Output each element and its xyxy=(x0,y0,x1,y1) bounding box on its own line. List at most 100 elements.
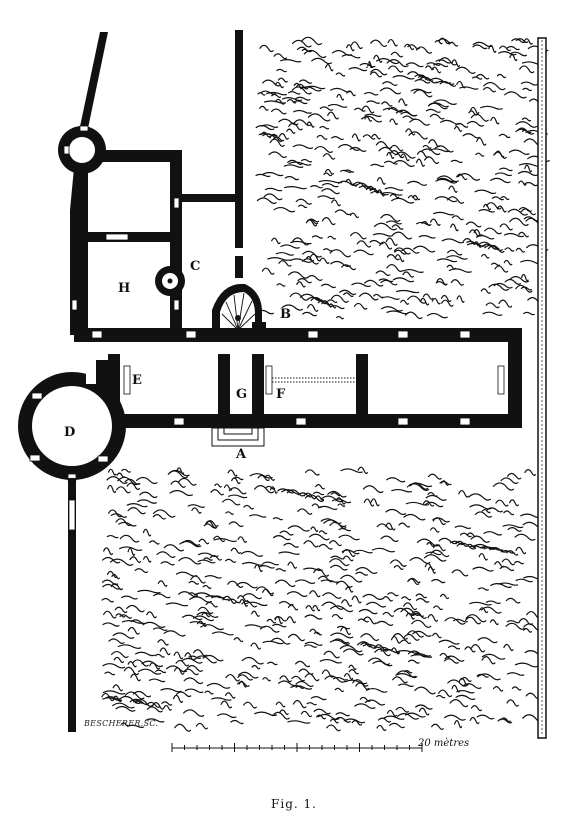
foliage-stroke xyxy=(470,644,485,653)
foliage-stroke xyxy=(121,468,131,473)
foliage-stroke xyxy=(380,279,398,286)
foliage-stroke xyxy=(132,690,152,698)
foliage-stroke xyxy=(396,670,418,679)
foliage-stroke xyxy=(239,598,248,607)
foliage-stroke xyxy=(345,178,355,186)
foliage-stroke xyxy=(129,556,142,563)
foliage-stroke xyxy=(364,279,384,287)
foliage-stroke xyxy=(475,152,485,157)
foliage-stroke xyxy=(154,653,165,658)
foliage-stroke xyxy=(127,661,137,668)
foliage-stroke xyxy=(286,591,308,597)
foliage-stroke xyxy=(415,158,425,167)
foliage-stroke xyxy=(362,616,377,625)
foliage-stroke xyxy=(433,211,455,216)
foliage-stroke xyxy=(419,297,430,306)
foliage-stroke xyxy=(491,196,504,201)
foliage-stroke xyxy=(345,586,354,593)
foliage-stroke xyxy=(244,601,268,607)
foliage-stroke xyxy=(103,610,117,619)
foliage-stroke xyxy=(130,673,141,682)
foliage-stroke xyxy=(243,701,257,709)
foliage-stroke xyxy=(299,79,312,84)
foliage-stroke xyxy=(183,677,204,685)
foliage-stroke xyxy=(287,159,303,165)
foliage-stroke xyxy=(506,672,525,676)
foliage-stroke xyxy=(330,718,339,724)
foliage-stroke xyxy=(211,631,234,636)
foliage-stroke xyxy=(346,90,356,97)
foliage-stroke xyxy=(334,716,351,723)
label-e: E xyxy=(132,373,142,388)
foliage-stroke xyxy=(121,620,144,624)
foliage-stroke xyxy=(295,680,314,688)
foliage-stroke xyxy=(514,533,536,541)
foliage-stroke xyxy=(310,696,327,701)
foliage-stroke xyxy=(170,480,186,488)
foliage-stroke xyxy=(391,197,415,204)
foliage-stroke xyxy=(319,257,330,264)
foliage-stroke xyxy=(491,262,500,267)
foliage-stroke xyxy=(357,641,378,649)
foliage-stroke xyxy=(206,682,231,689)
foliage-stroke xyxy=(494,150,505,158)
foliage-stroke xyxy=(416,538,440,547)
foliage-stroke xyxy=(386,220,402,225)
foliage-stroke xyxy=(279,530,294,536)
foliage-stroke xyxy=(200,624,224,631)
foliage-stroke xyxy=(356,240,372,248)
foliage-stroke xyxy=(374,648,391,657)
foliage-stroke xyxy=(342,549,356,557)
foliage-stroke xyxy=(483,81,506,91)
foliage-stroke xyxy=(522,87,532,92)
foliage-stroke xyxy=(403,602,417,611)
foliage-stroke xyxy=(225,558,237,563)
foliage-stroke xyxy=(490,116,500,125)
foliage-stroke xyxy=(352,679,369,687)
foliage-stroke xyxy=(395,109,418,117)
foliage-stroke xyxy=(260,90,276,95)
foliage-stroke xyxy=(511,686,522,691)
foliage-stroke xyxy=(500,717,511,723)
foliage-stroke xyxy=(360,633,380,642)
foliage-stroke xyxy=(275,251,294,256)
foliage-stroke xyxy=(414,686,436,695)
foliage-stroke xyxy=(507,208,528,216)
upper-link-wall xyxy=(178,194,238,202)
foliage-stroke xyxy=(330,605,354,613)
foliage-stroke xyxy=(438,689,453,698)
foliage-stroke xyxy=(422,144,432,149)
foliage-stroke xyxy=(488,283,509,291)
foliage-stroke xyxy=(322,153,336,160)
foliage-stroke xyxy=(197,559,216,564)
foliage-stroke xyxy=(299,293,323,302)
foliage-stroke xyxy=(174,723,192,732)
foliage-stroke xyxy=(386,477,406,483)
foliage-stroke xyxy=(474,511,492,518)
foliage-stroke xyxy=(339,644,363,653)
foliage-stroke xyxy=(414,78,431,84)
foliage-stroke xyxy=(410,610,427,619)
foliage-stroke xyxy=(313,708,331,715)
foliage-stroke xyxy=(466,240,479,245)
foliage-stroke xyxy=(316,134,328,140)
foliage-stroke xyxy=(410,654,433,658)
foliage-stroke xyxy=(127,507,146,515)
foliage-stroke xyxy=(262,561,279,566)
foliage-stroke xyxy=(127,724,145,729)
foliage-stroke xyxy=(323,519,347,528)
foliage-stroke xyxy=(496,73,507,79)
foliage-stroke xyxy=(175,659,189,667)
foliage-stroke xyxy=(274,615,283,625)
foliage-stroke xyxy=(372,233,393,237)
foliage-stroke xyxy=(447,249,463,256)
foliage-stroke xyxy=(272,517,283,521)
foliage-stroke xyxy=(391,231,412,240)
foliage-stroke xyxy=(103,547,114,556)
foliage-stroke xyxy=(149,662,160,670)
foliage-stroke xyxy=(370,163,385,168)
foliage-stroke xyxy=(324,675,346,683)
foliage-stroke xyxy=(145,718,165,723)
foliage-stroke xyxy=(183,709,205,717)
foliage-stroke xyxy=(146,611,157,619)
